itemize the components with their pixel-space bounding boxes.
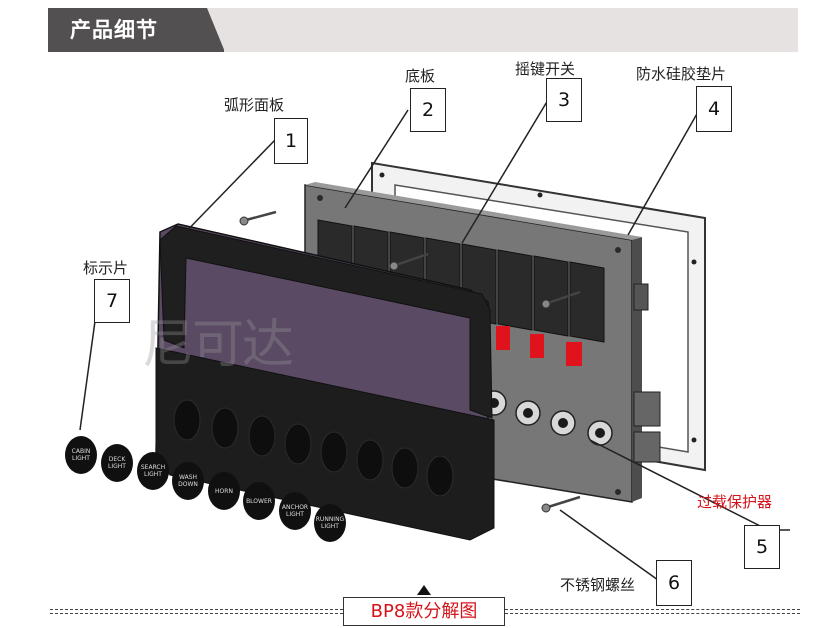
label-tag: CABIN LIGHT [65, 436, 97, 474]
section-header-tab [48, 8, 225, 52]
part-2-number: 2 [410, 88, 446, 132]
caption-divider-right-2 [505, 613, 800, 614]
part-2-label: 底板 [405, 67, 436, 85]
part-7-number: 7 [94, 279, 130, 323]
label-tag: WASH DOWN [172, 462, 204, 500]
label-tag: DECK LIGHT [101, 444, 133, 482]
part-1-label: 弧形面板 [224, 96, 285, 114]
label-tag: SEARCH LIGHT [137, 452, 169, 490]
curved-front-panel [155, 223, 495, 541]
label-tag-text: BLOWER [246, 497, 272, 505]
part-4-label: 防水硅胶垫片 [636, 65, 727, 83]
caption-divider-left [50, 609, 343, 610]
label-tag: HORN [208, 472, 240, 510]
screws [245, 210, 581, 509]
label-tag-text: SEARCH LIGHT [140, 464, 166, 478]
part-5-label: 过载保护器 [697, 493, 773, 511]
part-6-label: 不锈钢螺丝 [560, 576, 636, 594]
section-title: 产品细节 [70, 18, 158, 42]
part-3-number: 3 [546, 78, 582, 122]
caption-pointer-icon [417, 585, 431, 595]
caption-divider-left-2 [50, 613, 343, 614]
label-tag-text: DECK LIGHT [108, 456, 126, 470]
label-tag-text: ANCHOR LIGHT [281, 504, 309, 518]
label-tag: ANCHOR LIGHT [279, 492, 311, 530]
part-7-label: 标示片 [83, 259, 129, 277]
part-6-number: 6 [656, 560, 692, 606]
label-tag: RUNNING LIGHT [314, 504, 346, 542]
part-5-number: 5 [744, 525, 780, 569]
part-3-label: 摇键开关 [515, 60, 576, 78]
caption-divider-right [505, 609, 800, 610]
leader-lines [79, 99, 790, 581]
label-tag: BLOWER [243, 482, 275, 520]
part-4-number: 4 [696, 86, 732, 132]
brand-watermark: 尼可达 [142, 315, 294, 375]
diagram-caption: BP8款分解图 [343, 597, 505, 626]
part-1-number: 1 [274, 118, 308, 164]
label-tag-text: RUNNING LIGHT [315, 516, 345, 530]
label-tag-text: HORN [215, 487, 233, 495]
label-tag-text: CABIN LIGHT [71, 448, 91, 462]
label-tag-text: WASH DOWN [178, 474, 198, 488]
